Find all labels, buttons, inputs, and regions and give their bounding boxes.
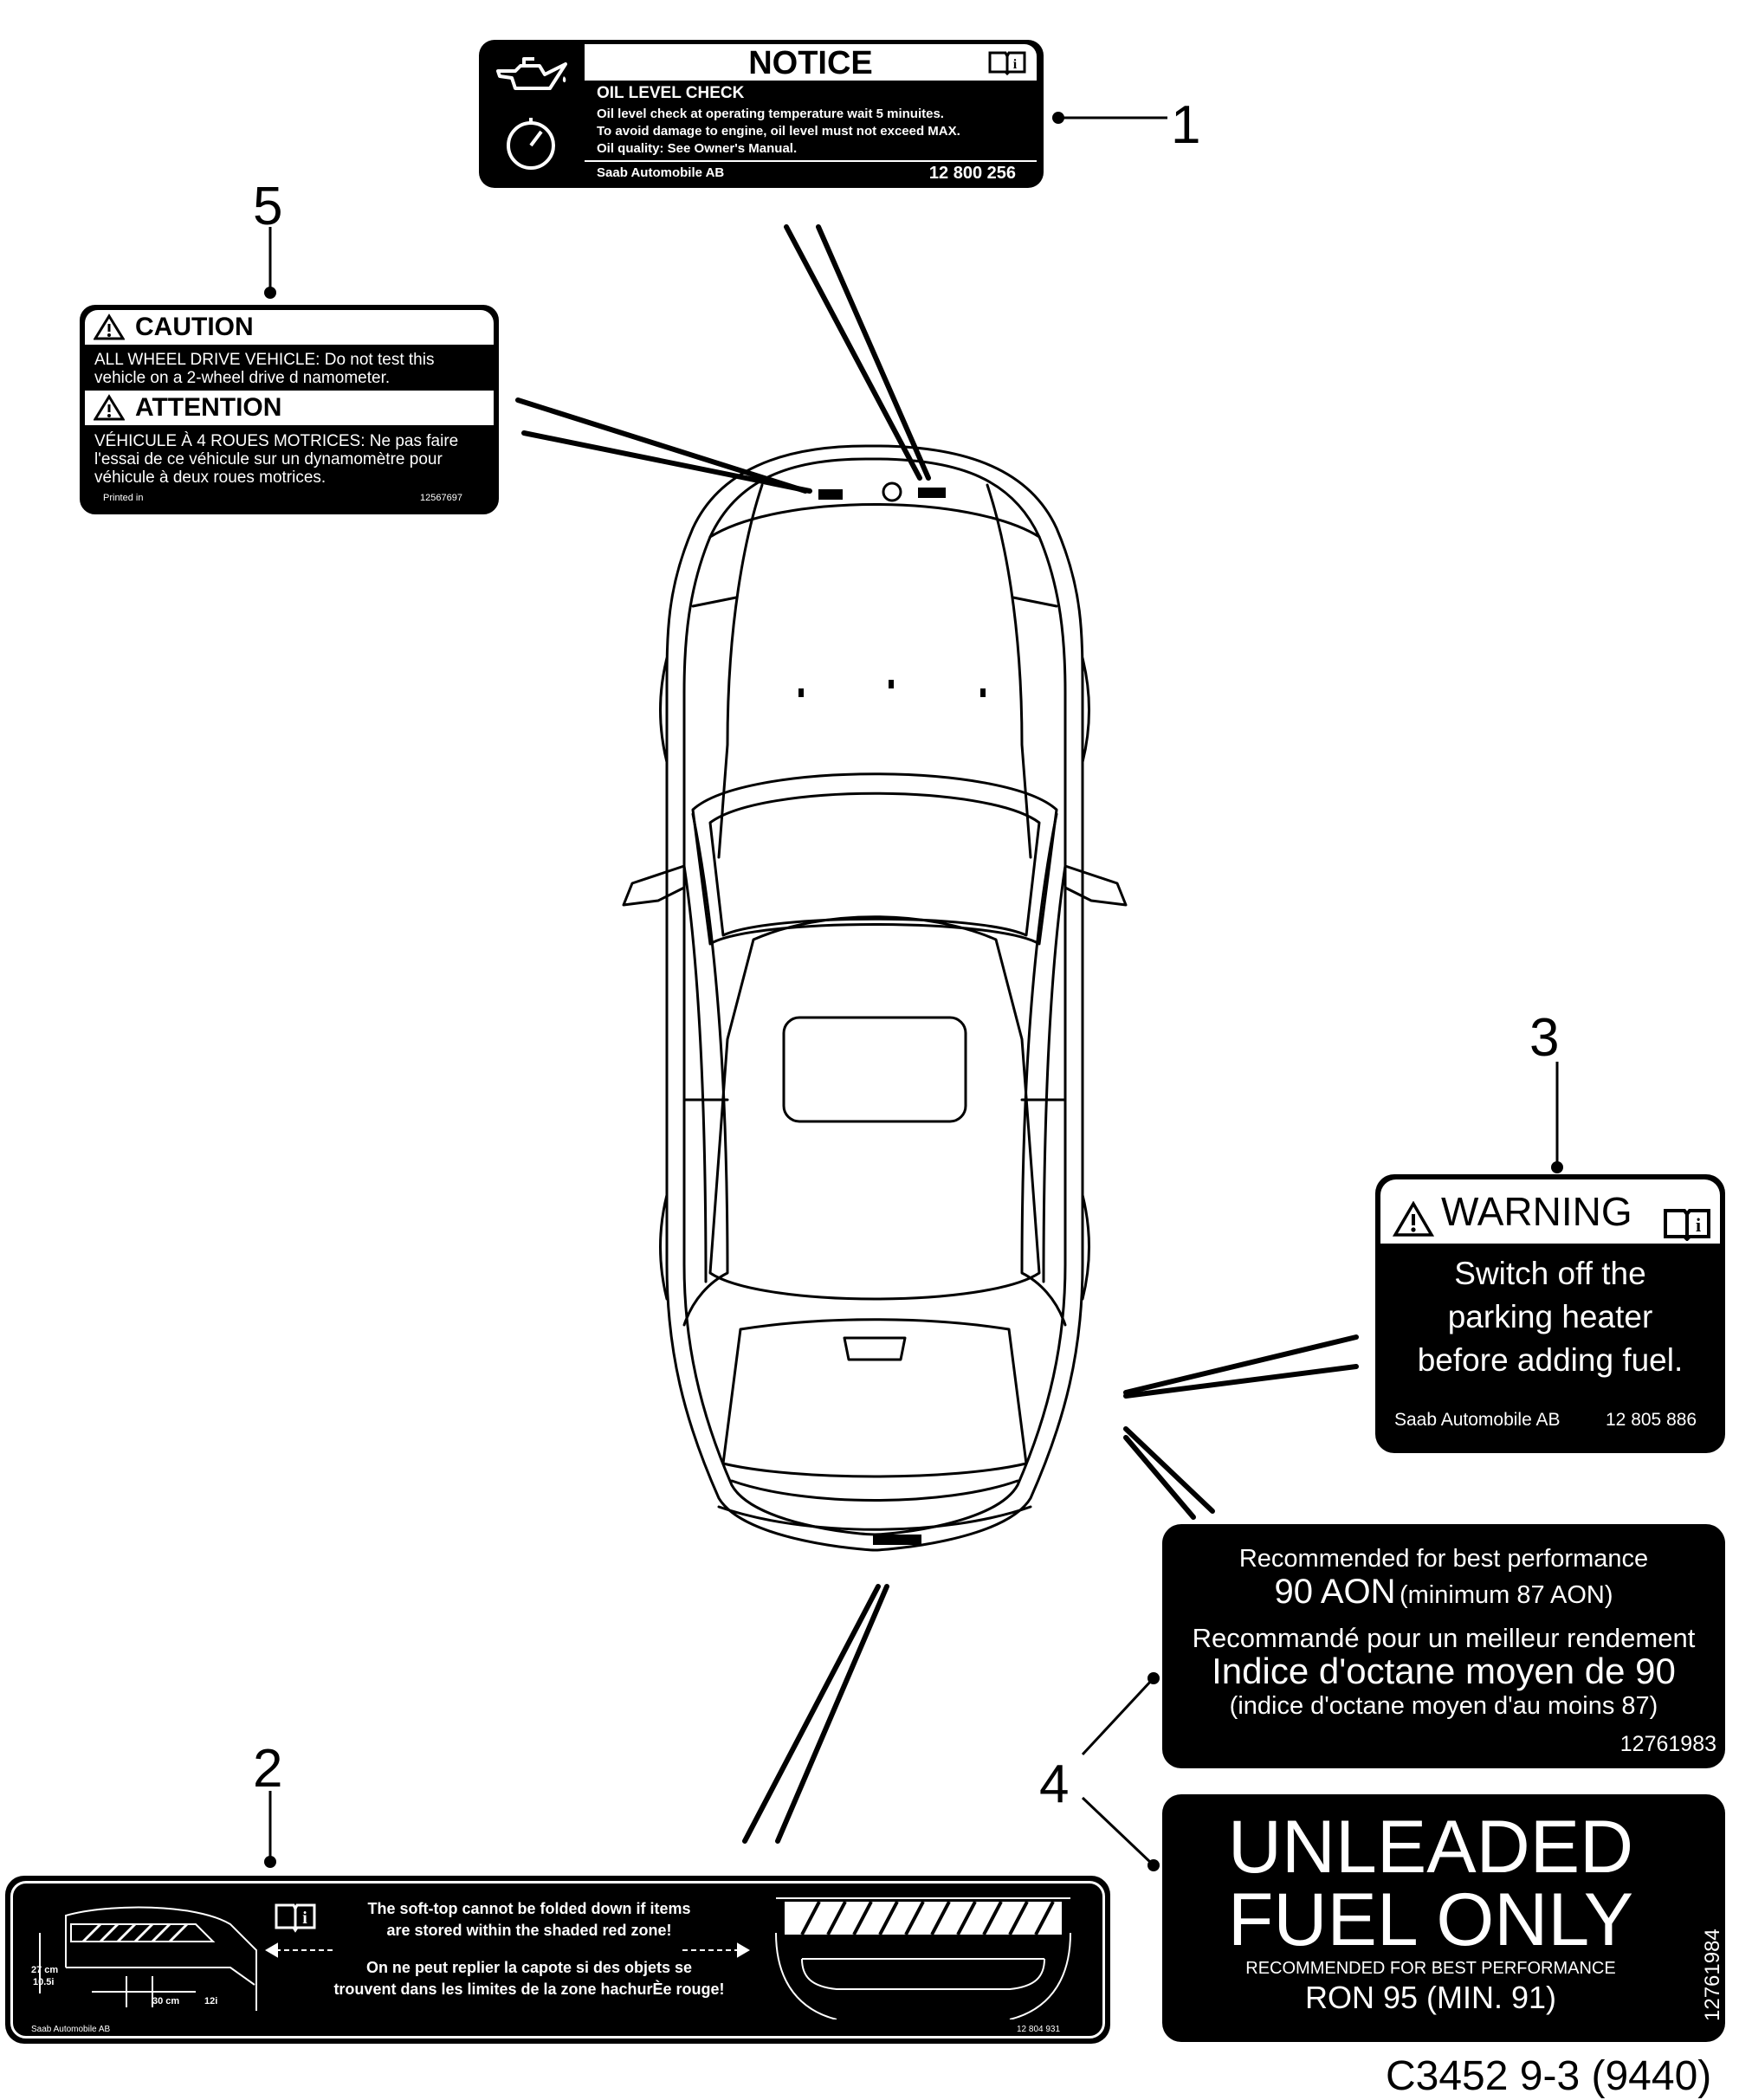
warning-title: WARNING <box>1441 1189 1632 1234</box>
softtop-dim-len-in: 12i <box>204 1996 217 2006</box>
callout-4: 4 <box>1039 1754 1070 1814</box>
notice-manufacturer: Saab Automobile AB <box>597 165 725 180</box>
octane-aon-minimum: (minimum 87 AON) <box>1399 1581 1613 1609</box>
arrow-right-icon <box>682 1942 750 1958</box>
caution-text-en: ALL WHEEL DRIVE VEHICLE: Do not test thi… <box>94 351 434 387</box>
warning-message: Switch off the parking heater before add… <box>1375 1252 1725 1382</box>
softtop-line: On ne peut replier la capote si des obje… <box>365 1959 693 1976</box>
notice-line: Oil level check at operating temperature… <box>597 107 944 121</box>
stopwatch-icon <box>503 113 559 178</box>
softtop-part-number: 12 804 931 <box>1017 2025 1061 2034</box>
notice-heading: OIL LEVEL CHECK <box>597 84 745 102</box>
divider <box>585 160 1037 162</box>
arrow-left-icon <box>265 1942 333 1958</box>
trunk-rear-diagram <box>775 1897 1071 2019</box>
attention-line: VÉHICULE À 4 ROUES MOTRICES: Ne pas fair… <box>94 432 459 450</box>
awd-caution-label: CAUTION ALL WHEEL DRIVE VEHICLE: Do not … <box>80 305 499 514</box>
unleaded-line-4: RON 95 (MIN. 91) <box>1304 1980 1557 2015</box>
octane-aon-value: 90 AON <box>1274 1573 1396 1611</box>
caution-header: CAUTION <box>85 310 494 345</box>
attention-text-fr: VÉHICULE À 4 ROUES MOTRICES: Ne pas fair… <box>94 432 458 487</box>
softtop-inner-border <box>10 1881 1105 2039</box>
unleaded-fuel-label: UNLEADED FUEL ONLY RECOMMENDED FOR BEST … <box>1162 1794 1725 2042</box>
softtop-dim-height-in: 10.5i <box>33 1977 54 1987</box>
octane-line-2: 90 AON (minimum 87 AON) <box>1162 1573 1725 1612</box>
softtop-line: The soft-top cannot be folded down if it… <box>367 1900 691 1917</box>
notice-title: NOTICE <box>748 45 873 81</box>
notice-line: Oil quality: See Owner's Manual. <box>597 141 798 156</box>
softtop-text-en: The soft-top cannot be folded down if it… <box>317 1898 741 1942</box>
oil-can-icon <box>489 54 572 110</box>
softtop-dim-height-cm: 27 cm <box>31 1965 58 1975</box>
softtop-line: are stored within the shaded red zone! <box>386 1922 672 1939</box>
warning-manufacturer: Saab Automobile AB <box>1394 1410 1561 1430</box>
svg-text:i: i <box>1696 1214 1701 1236</box>
trunk-side-diagram: 27 cm 10.5i 30 cm 12i <box>31 1906 257 2011</box>
svg-text:i: i <box>302 1909 307 1928</box>
warning-line: Switch off the <box>1454 1256 1646 1291</box>
softtop-text-fr: On ne peut replier la capote si des obje… <box>291 1957 767 2000</box>
octane-line-4: Indice d'octane moyen de 90 <box>1212 1651 1676 1691</box>
warning-line: parking heater <box>1447 1299 1653 1334</box>
attention-title: ATTENTION <box>135 393 282 422</box>
callout-5: 5 <box>253 177 283 236</box>
callout-3: 3 <box>1529 1008 1560 1068</box>
figure-id: C3452 9-3 (9440) <box>1386 2053 1712 2099</box>
attention-header: ATTENTION <box>85 391 494 425</box>
callout-1: 1 <box>1171 95 1201 155</box>
warning-triangle-icon <box>1392 1192 1435 1256</box>
octane-part-number: 12761983 <box>1619 1732 1716 1756</box>
caution-title: CAUTION <box>135 313 254 341</box>
caution-line: vehicle on a 2-wheel drive d namometer. <box>94 369 391 387</box>
warning-line: before adding fuel. <box>1417 1342 1684 1378</box>
attention-line: véhicule à deux roues motrices. <box>94 468 326 487</box>
caution-line: ALL WHEEL DRIVE VEHICLE: Do not test thi… <box>94 351 435 369</box>
warning-part-number: 12 805 886 <box>1606 1410 1697 1430</box>
caution-part-number: 12567697 <box>420 493 462 503</box>
softtop-storage-label: 27 cm 10.5i 30 cm 12i i The soft-top can… <box>5 1876 1110 2044</box>
callout-2: 2 <box>253 1739 283 1799</box>
svg-text:i: i <box>1013 57 1018 72</box>
unleaded-line-2: FUEL ONLY <box>1227 1878 1634 1961</box>
notice-part-number: 12 800 256 <box>928 164 1016 183</box>
oil-level-notice-label: NOTICE i OIL LEVEL CHECK Oil level check… <box>479 40 1044 188</box>
parking-heater-warning-label: WARNING i Switch off the parking heater … <box>1375 1174 1725 1453</box>
manual-info-icon: i <box>988 49 1026 80</box>
warning-triangle-icon <box>93 394 126 431</box>
softtop-dim-len-cm: 30 cm <box>152 1996 179 2006</box>
manual-info-icon: i <box>274 1902 317 1937</box>
unleaded-line-1: UNLEADED <box>1227 1806 1634 1889</box>
warning-header: WARNING i <box>1380 1179 1720 1244</box>
octane-line-1: Recommended for best performance <box>1238 1545 1649 1573</box>
warning-triangle-icon <box>93 313 126 351</box>
unleaded-part-number: 12761984 <box>1701 1929 1724 2021</box>
notice-text: Oil level check at operating temperature… <box>597 106 960 158</box>
softtop-manufacturer: Saab Automobile AB <box>31 2025 111 2034</box>
octane-line-3: Recommandé pour un meilleur rendement <box>1192 1623 1696 1653</box>
attention-line: l'essai de ce véhicule sur un dynamomètr… <box>94 450 443 468</box>
unleaded-line-3: RECOMMENDED FOR BEST PERFORMANCE <box>1245 1959 1616 1978</box>
manual-info-icon: i <box>1663 1195 1711 1259</box>
softtop-line: trouvent dans les limites de la zone hac… <box>333 1980 725 1998</box>
octane-recommendation-label: Recommended for best performance 90 AON … <box>1162 1524 1725 1768</box>
notice-line: To avoid damage to engine, oil level mus… <box>597 124 960 139</box>
octane-line-5: (indice d'octane moyen d'au moins 87) <box>1229 1692 1658 1720</box>
caution-printed-in: Printed in <box>103 493 144 503</box>
